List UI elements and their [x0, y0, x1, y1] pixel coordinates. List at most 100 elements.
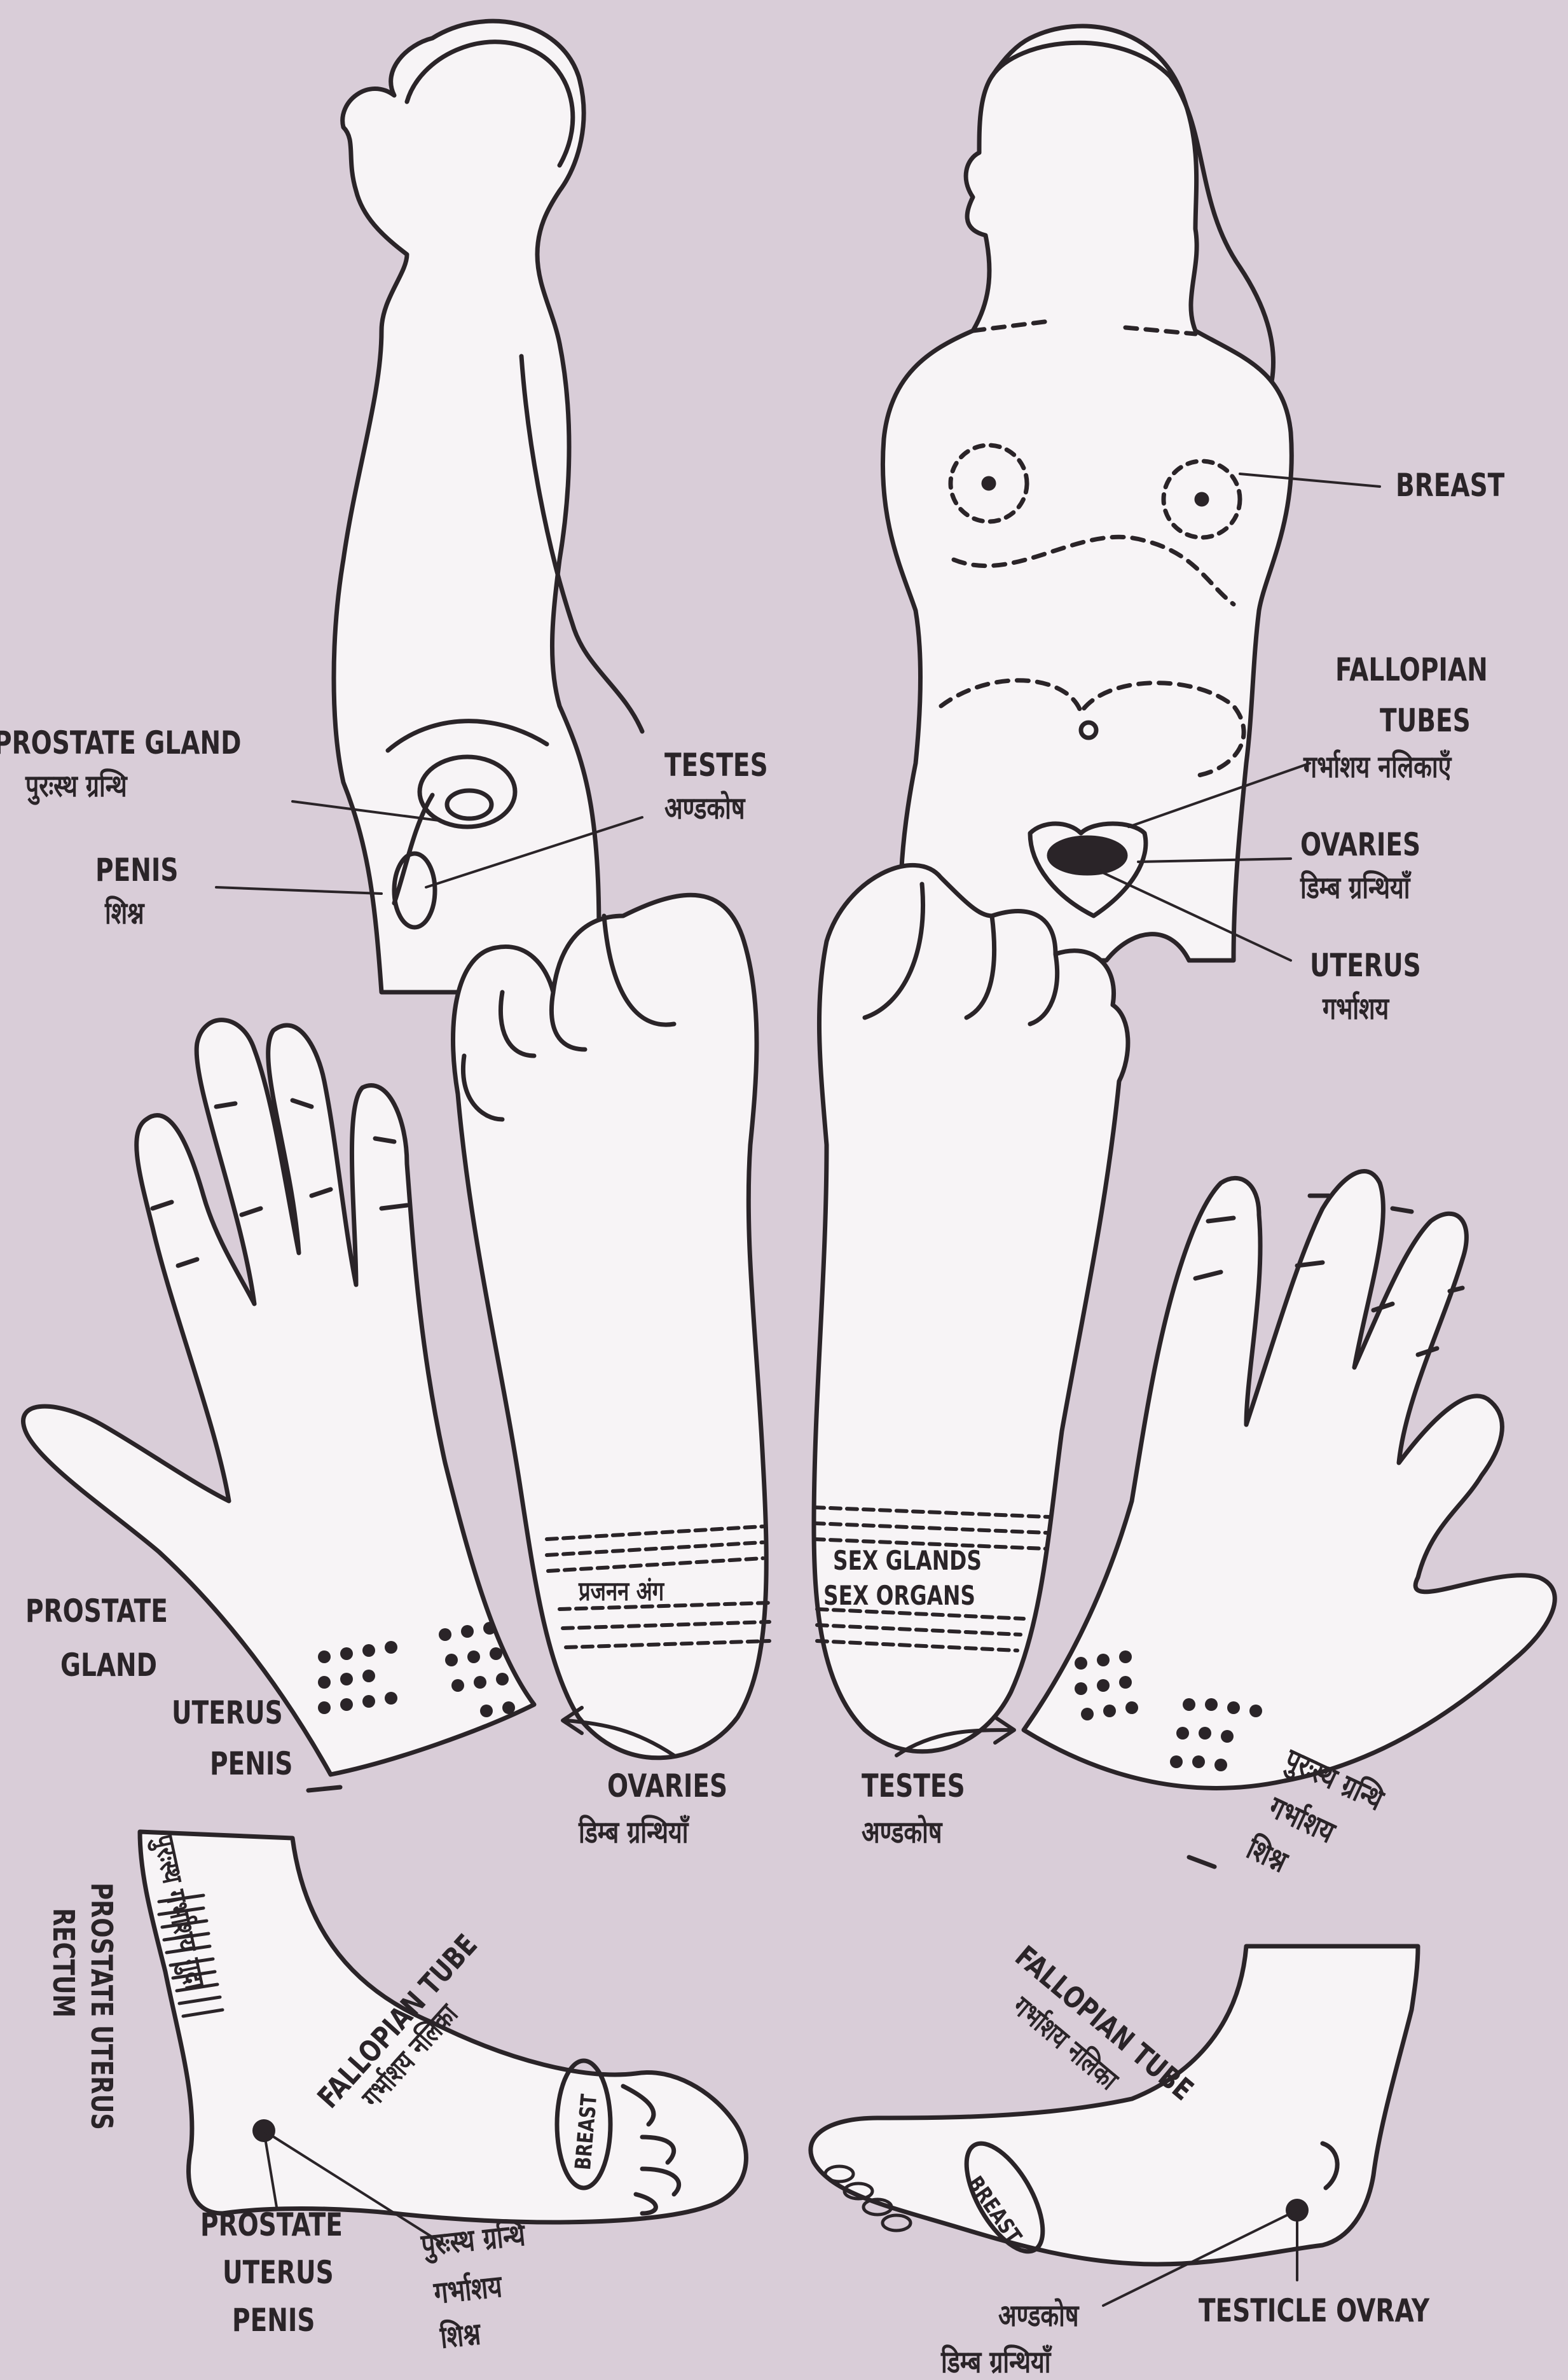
arrow-testes — [895, 1728, 1013, 1757]
label-penis-en: PENIS — [95, 852, 179, 889]
label-breast: BREAST — [1396, 467, 1505, 504]
right-hand-tick — [1186, 1855, 1217, 1869]
label-lfoot-point-en-2: UTERUS — [223, 2254, 334, 2291]
male-testis — [392, 851, 437, 930]
crease — [1390, 1206, 1414, 1214]
left-sole-dash-lines — [545, 1525, 771, 1649]
crease — [1415, 1346, 1440, 1357]
right-foot-toe-ovals — [823, 2164, 912, 2232]
collar-dash-right — [1123, 325, 1198, 336]
left-hand-dots — [318, 1622, 515, 1717]
crease — [1193, 1270, 1223, 1281]
crease — [1371, 1301, 1395, 1313]
male-body-outline — [331, 18, 602, 995]
label-lhand-prostate-2: GLAND — [60, 1647, 158, 1684]
label-right-sole-line2: SEX ORGANS — [823, 1580, 975, 1611]
label-testes-en: TESTES — [664, 747, 768, 784]
right-sole-outline — [811, 862, 1131, 1754]
label-rfoot-point-hi-2: डिम्ब ग्रन्थियाँ — [941, 2344, 1051, 2380]
label-lfoot-point-en-3: PENIS — [232, 2302, 315, 2339]
right-hand-outline — [1021, 1169, 1557, 1790]
label-penis-hi: शिश्न — [105, 896, 144, 931]
nipple-left — [981, 476, 996, 491]
label-lfoot-side-en-2: RECTUM — [46, 1908, 81, 2018]
leader-prostate — [291, 800, 440, 822]
label-rfoot-testicle-ovray: TESTICLE OVRAY — [1199, 2292, 1430, 2329]
label-center-ovaries-en: OVARIES — [607, 1768, 728, 1804]
female-body-outline — [880, 24, 1294, 963]
male-figure — [215, 18, 645, 995]
male-prostate — [444, 788, 494, 821]
right-foot — [808, 1944, 1420, 2307]
crease — [214, 1101, 238, 1109]
left-foot-toes — [621, 2084, 682, 2216]
label-lfoot-point-hi-3: शिश्न — [438, 2316, 483, 2356]
left-foot-hatch — [157, 1893, 224, 2018]
left-hand — [21, 1018, 537, 1793]
crease — [175, 1257, 200, 1268]
arrow-ovaries — [564, 1719, 676, 1757]
right-foot-breast-zone — [964, 2141, 1045, 2254]
crease — [1206, 1215, 1236, 1224]
right-foot-ankle-bone — [1320, 2141, 1340, 2190]
breast-right — [1161, 459, 1242, 540]
left-sole-toe1 — [602, 913, 677, 1027]
label-prostate-gland-en: PROSTATE GLAND — [0, 724, 242, 761]
label-lfoot-point-en-1: PROSTATE — [200, 2206, 343, 2243]
leader-testes — [425, 816, 643, 889]
label-lhand-penis: PENIS — [210, 1745, 293, 1782]
left-sole — [451, 892, 771, 1761]
right-hand-dots — [1075, 1650, 1262, 1771]
uterus-fill — [1047, 835, 1128, 876]
leader-uterus — [1099, 870, 1292, 962]
label-fallopian-line1: FALLOPIAN — [1335, 651, 1488, 688]
label-center-testes-en: TESTES — [862, 1768, 965, 1804]
uterus-outline — [1028, 821, 1148, 918]
label-ovaries-hi: डिम्ब ग्रन्थियाँ — [1300, 870, 1410, 906]
left-sole-toe2 — [549, 990, 588, 1052]
nipple-right — [1194, 492, 1209, 507]
left-sole-toe4 — [461, 1053, 505, 1122]
label-rfoot-point-hi-1: अण्डकोष — [998, 2298, 1079, 2334]
leader-left-foot-hi — [263, 2129, 446, 2246]
label-lfoot-point-hi-2: गर्भाशय — [432, 2268, 504, 2311]
female-figure — [880, 24, 1381, 963]
crease — [150, 1200, 174, 1211]
label-testes-hi: अण्डकोष — [664, 791, 745, 826]
crease — [1447, 1285, 1465, 1294]
label-ovaries-en: OVARIES — [1300, 826, 1421, 863]
male-arm — [519, 354, 645, 734]
male-bladder — [417, 754, 518, 829]
left-foot-outline — [137, 1829, 748, 2225]
label-center-testes-hi: अण्डकोष — [862, 1815, 942, 1850]
label-fallopian-hi: गर्भाशय नलिकाएँ — [1303, 749, 1452, 785]
male-hair — [404, 39, 575, 168]
crease — [239, 1206, 263, 1217]
label-fallopian-line2: TUBES — [1380, 702, 1471, 739]
leader-fallopian — [1127, 762, 1311, 828]
breast-left — [948, 443, 1029, 524]
leader-ovaries — [1137, 857, 1292, 863]
left-foot — [137, 1829, 748, 2246]
right-foot-outline — [808, 1944, 1420, 2267]
leader-penis — [215, 886, 383, 895]
label-center-ovaries-hi: डिम्ब ग्रन्थियाँ — [579, 1815, 689, 1850]
label-lfoot-side-en-1: PROSTATE UTERUS — [85, 1883, 119, 2130]
right-sole-dash-lines — [812, 1505, 1051, 1652]
label-lhand-uterus: UTERUS — [172, 1694, 283, 1731]
crease — [309, 1187, 333, 1198]
right-sole-toe3 — [1028, 951, 1060, 1027]
collar-dash-left — [970, 319, 1052, 333]
label-left-sole-zone: प्रजनन अंग — [579, 1575, 664, 1607]
right-sole — [811, 862, 1131, 1754]
arrow-testes-head — [993, 1715, 1016, 1745]
crease — [373, 1136, 397, 1144]
left-hand-tick — [306, 1785, 343, 1793]
leader-right-foot-hi — [1102, 2209, 1298, 2307]
crease — [290, 1098, 314, 1109]
male-urethra — [392, 792, 435, 906]
label-uterus-en: UTERUS — [1310, 947, 1421, 984]
female-hair — [989, 40, 1276, 384]
right-hand — [1021, 1169, 1557, 1869]
